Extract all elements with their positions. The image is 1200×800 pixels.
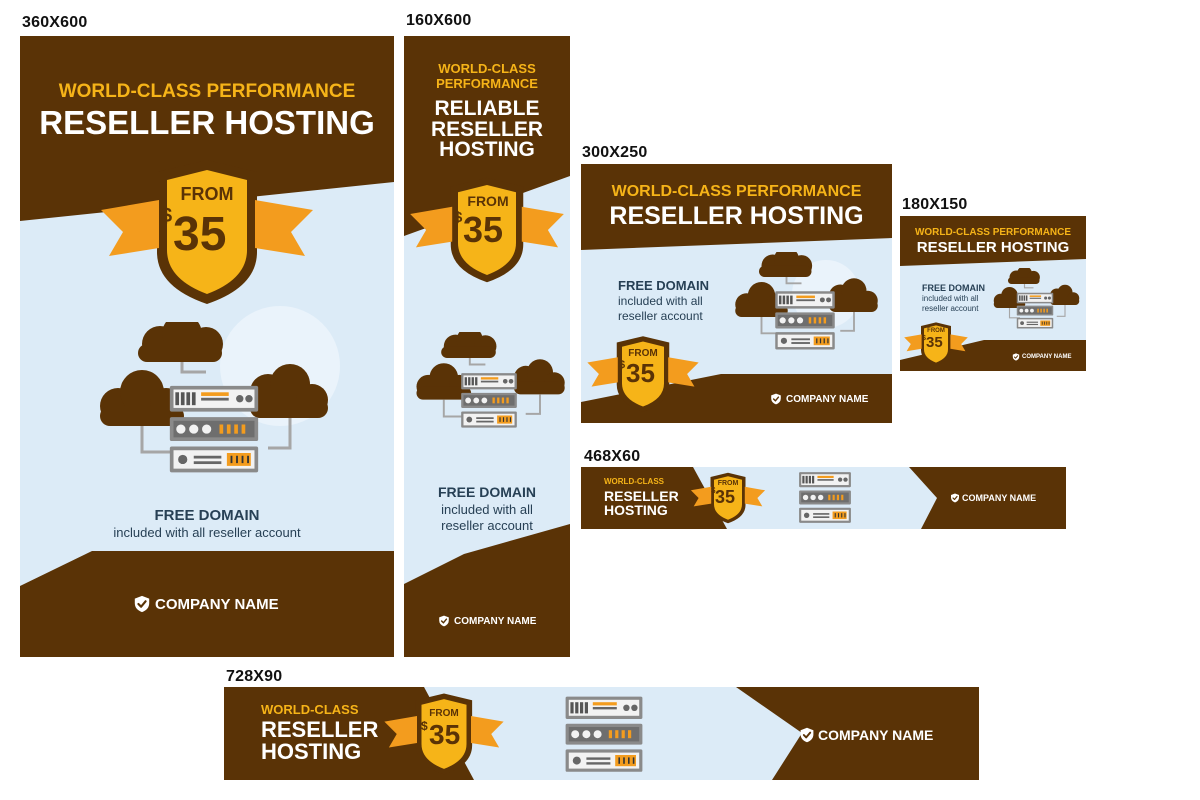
server-rack-icon [1016,292,1054,330]
headline-main: RESELLER HOSTING [916,239,1070,256]
company-name-text: COMPANY NAME [786,393,869,405]
banner-180x150[interactable]: WORLD-CLASS PERFORMANCE RESELLER HOSTING… [900,216,1086,371]
free-domain-line-1: included with all [922,294,979,303]
shield-check-icon [438,615,450,627]
shield-check-icon [799,727,815,743]
banner-background [224,687,979,780]
free-domain-line-2: reseller account [441,518,533,533]
size-label-160x600: 160X600 [406,12,472,29]
headline-top: WORLD-CLASS PERFORMANCE [58,81,356,102]
price-symbol: $ [161,205,173,227]
banner-160x600[interactable]: WORLD-CLASS PERFORMANCE RELIABLE RESELLE… [404,36,570,657]
price-value: 35 [926,334,943,351]
free-domain-line-2: reseller account [922,304,979,313]
size-label-728x90: 728X90 [226,668,283,685]
size-label-180x150: 180X150 [902,196,968,213]
price-symbol: $ [711,486,716,495]
price-symbol: $ [454,209,463,226]
price-value: 35 [463,209,504,250]
banner-300x250[interactable]: WORLD-CLASS PERFORMANCE RESELLER HOSTING… [581,164,892,423]
company-name-text: COMPANY NAME [962,493,1037,503]
free-domain-line-2: reseller account [618,309,703,323]
shield-check-icon [133,595,151,613]
headline-line-2: RESELLER [261,717,379,742]
price-from: FROM [467,193,509,209]
company-name[interactable]: COMPANY NAME [950,493,1036,503]
headline-main-3: HOSTING [439,138,535,161]
headline-line-3: HOSTING [261,739,362,764]
price-from: FROM [717,480,739,487]
free-domain-title: FREE DOMAIN [154,507,260,524]
headline-top-2: PERFORMANCE [436,76,538,91]
banner-360x600[interactable]: WORLD-CLASS PERFORMANCE RESELLER HOSTING… [20,36,394,657]
server-rack-icon [797,471,853,525]
headline-top-1: WORLD-CLASS [438,61,536,76]
free-domain-title: FREE DOMAIN [922,283,985,293]
price-from: FROM [180,184,234,204]
company-name[interactable]: COMPANY NAME [133,595,279,613]
price-from: FROM [429,708,459,719]
price-symbol: $ [421,719,428,733]
headline-top: WORLD-CLASS PERFORMANCE [611,183,862,200]
price-value: 35 [429,719,461,750]
price-symbol: $ [619,359,626,371]
free-domain-title: FREE DOMAIN [438,484,536,500]
company-name-text: COMPANY NAME [155,595,279,613]
banner-background [581,164,892,423]
server-rack-icon [162,384,266,476]
headline-main: RESELLER HOSTING [609,202,864,230]
headline-line-2: RESELLER [604,488,679,504]
banner-background [581,467,1066,529]
banner-background [900,216,1086,371]
company-name-text: COMPANY NAME [1022,354,1072,360]
free-domain-line-1: included with all [441,502,533,517]
headline-main: RESELLER HOSTING [39,104,375,141]
price-value: 35 [626,358,655,388]
company-name[interactable]: COMPANY NAME [438,615,536,627]
free-domain-line-1: included with all [618,294,703,308]
price-value: 35 [173,208,227,261]
company-name-text: COMPANY NAME [454,615,537,627]
headline-line-1: WORLD-CLASS [261,702,359,717]
shield-check-icon [950,493,960,503]
shield-check-icon [1012,353,1020,361]
shield-check-icon [770,393,782,405]
price-value: 35 [715,487,736,507]
server-rack-icon [562,695,646,775]
headline-main-2: RESELLER [430,118,543,141]
price-from: FROM [927,328,945,334]
company-name-text: COMPANY NAME [818,727,934,743]
size-label-360x600: 360X600 [22,14,88,31]
company-name[interactable]: COMPANY NAME [799,727,933,743]
banner-468x60[interactable]: WORLD-CLASS RESELLER HOSTING FROM $ 35 C… [581,467,1066,529]
headline-line-1: WORLD-CLASS [604,477,664,486]
size-label-468x60: 468X60 [584,448,641,465]
server-rack-icon [456,372,522,430]
price-from: FROM [628,348,658,359]
size-label-300x250: 300X250 [582,144,648,161]
price-symbol: $ [922,335,926,342]
headline-main-1: RELIABLE [434,97,540,120]
headline-top: WORLD-CLASS PERFORMANCE [914,227,1072,238]
free-domain-subtitle: included with all reseller account [113,525,301,540]
banner-728x90[interactable]: WORLD-CLASS RESELLER HOSTING FROM $ 35 C… [224,687,979,780]
server-rack-icon [773,290,837,352]
company-name[interactable]: COMPANY NAME [770,393,868,405]
headline-line-3: HOSTING [604,502,668,518]
free-domain-title: FREE DOMAIN [618,278,709,293]
company-name[interactable]: COMPANY NAME [1012,353,1071,361]
